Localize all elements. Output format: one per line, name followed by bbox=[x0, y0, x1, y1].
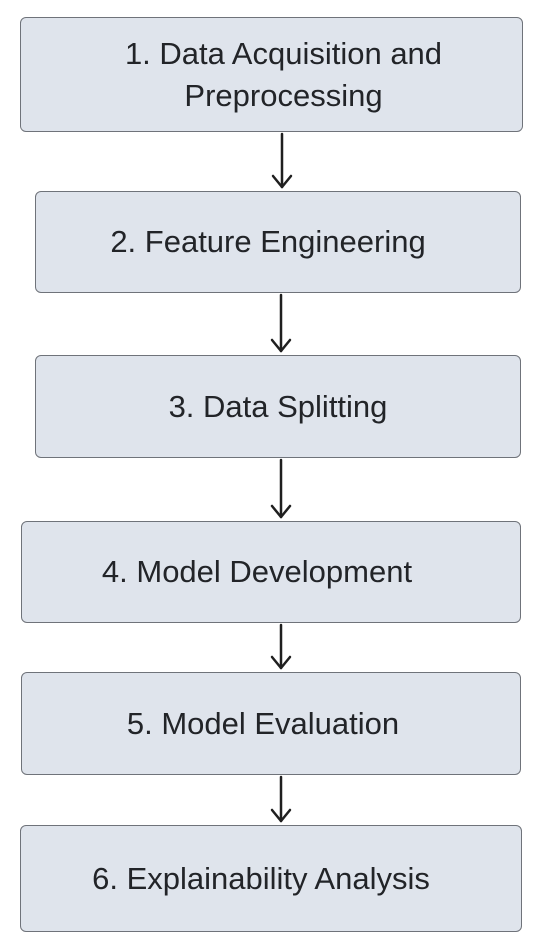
step-label: 5. Model Evaluation bbox=[126, 705, 400, 741]
arrow-down-icon bbox=[270, 293, 292, 353]
arrow-down-icon bbox=[271, 132, 293, 189]
step-label: 4. Model Development bbox=[101, 554, 413, 590]
step-box-data-splitting: 3. Data Splitting bbox=[35, 355, 521, 458]
step-box-feature-engineering: 2. Feature Engineering bbox=[35, 191, 521, 293]
arrow-down-icon bbox=[270, 775, 292, 823]
arrow-down-icon bbox=[270, 458, 292, 519]
step-label: 3. Data Splitting bbox=[168, 388, 388, 424]
step-box-model-evaluation: 5. Model Evaluation bbox=[21, 672, 521, 775]
step-box-explainability-analysis: 6. Explainability Analysis bbox=[20, 825, 522, 932]
arrow-down-icon bbox=[270, 623, 292, 670]
step-box-model-development: 4. Model Development bbox=[21, 521, 521, 623]
step-box-data-acquisition: 1. Data Acquisition and Preprocessing bbox=[20, 17, 523, 132]
step-label: 2. Feature Engineering bbox=[110, 224, 426, 260]
step-label: 1. Data Acquisition and Preprocessing bbox=[124, 35, 443, 113]
step-label: 6. Explainability Analysis bbox=[92, 860, 430, 896]
